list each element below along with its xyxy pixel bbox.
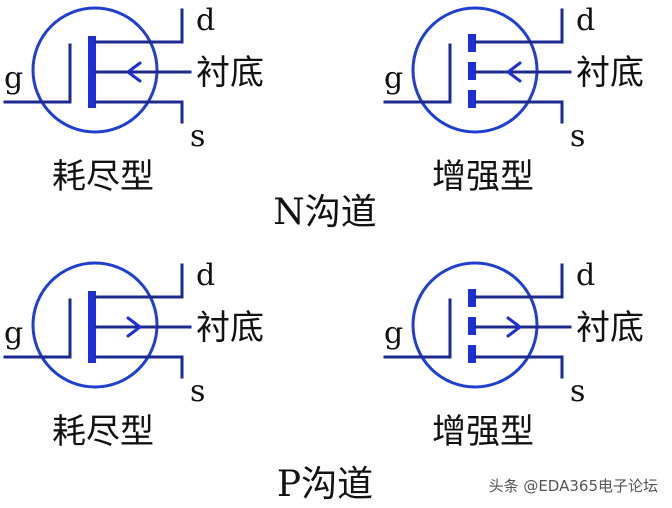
substrate-label: 衬底	[196, 53, 264, 93]
source-label: s	[190, 374, 205, 409]
drain-label: d	[576, 258, 595, 293]
device-circle	[411, 6, 539, 134]
drain-lead	[94, 263, 184, 299]
channel-segment	[468, 90, 476, 108]
mode-label: 增强型	[432, 412, 534, 452]
drain-label: d	[196, 3, 215, 38]
source-label: s	[570, 119, 585, 154]
substrate-arrow-out	[506, 316, 522, 338]
gate-lead	[3, 43, 72, 104]
drain-lead	[474, 8, 564, 44]
channel-bar	[88, 36, 96, 108]
channel-group-label: P沟道	[277, 464, 373, 505]
drain-label: d	[576, 3, 595, 38]
gate-label: g	[4, 61, 23, 96]
substrate-arrow-in	[126, 61, 142, 83]
substrate-arrow-in	[506, 61, 522, 83]
mode-label: 耗尽型	[52, 157, 154, 197]
source-lead	[474, 100, 564, 124]
device-circle	[411, 261, 539, 389]
source-label: s	[570, 374, 585, 409]
source-lead	[474, 355, 564, 379]
channel-segment	[468, 289, 476, 307]
device-circle	[31, 6, 159, 134]
watermark: 头条 @EDA365电子论坛	[488, 477, 658, 495]
mode-label: 增强型	[432, 157, 534, 197]
substrate-arrow-out	[126, 316, 142, 338]
drain-lead	[474, 263, 564, 299]
gate-label: g	[384, 61, 403, 96]
channel-segment	[468, 34, 476, 52]
drain-lead	[94, 8, 184, 44]
channel-bar	[88, 291, 96, 363]
device-circle	[31, 261, 159, 389]
drain-label: d	[196, 258, 215, 293]
gate-label: g	[384, 316, 403, 351]
source-lead	[94, 100, 184, 124]
channel-segment	[468, 62, 476, 80]
channel-group-label: N沟道	[273, 192, 377, 233]
substrate-label: 衬底	[576, 53, 644, 93]
gate-lead	[3, 298, 72, 359]
gate-lead	[383, 298, 452, 359]
gate-lead	[383, 43, 452, 104]
channel-segment	[468, 317, 476, 335]
substrate-label: 衬底	[196, 308, 264, 348]
source-label: s	[190, 119, 205, 154]
mode-label: 耗尽型	[52, 412, 154, 452]
source-lead	[94, 355, 184, 379]
gate-label: g	[4, 316, 23, 351]
substrate-label: 衬底	[576, 308, 644, 348]
channel-segment	[468, 345, 476, 363]
